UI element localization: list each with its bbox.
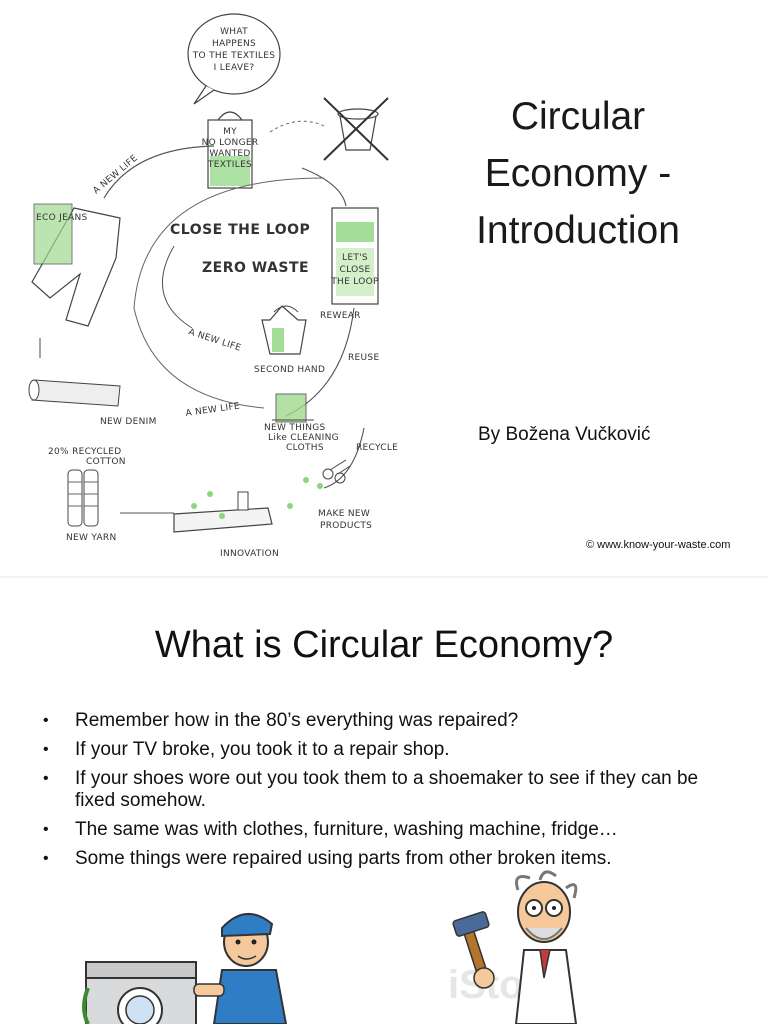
list-item: •If your shoes wore out you took them to… <box>43 768 699 811</box>
list-item: •Remember how in the 80’s everything was… <box>43 710 519 731</box>
speech-bubble <box>187 13 281 95</box>
title-slide: WHAT HAPPENS TO THE TEXTILES I LEAVE? MY… <box>28 13 731 559</box>
new-yarn-label: NEW YARN <box>66 533 117 543</box>
list-item: •If your TV broke, you took it to a repa… <box>43 739 450 760</box>
jeans-icon <box>31 203 121 327</box>
title-line-3: Introduction <box>476 209 680 252</box>
bin-line-1: LET'S <box>342 253 368 263</box>
recycled-cotton-line-1: 20% RECYCLED <box>48 447 121 457</box>
list-item: •The same was with clothes, furniture, w… <box>43 819 618 840</box>
new-life-label-2: A NEW LIFE <box>187 327 242 353</box>
bin-line-3: THE LOOP <box>330 277 379 287</box>
yarn-spools-icon <box>67 469 99 527</box>
reuse-label: REUSE <box>348 353 379 363</box>
new-things-line-1: NEW THINGS <box>264 423 326 433</box>
make-new-products-line-2: PRODUCTS <box>320 521 372 531</box>
new-things-line-3: CLOTHS <box>286 443 324 453</box>
bag-line-3: WANTED <box>209 149 250 159</box>
recycling-machine-icon <box>173 491 293 533</box>
crossed-trash-bin-icon <box>323 97 389 161</box>
circular-economy-illustration: WHAT HAPPENS TO THE TEXTILES I LEAVE? MY… <box>28 13 398 559</box>
bullet-icon: • <box>43 850 49 867</box>
professor-cartoon: iStock <box>448 870 578 1024</box>
collection-bin-icon <box>331 207 379 305</box>
rewear-label: REWEAR <box>320 311 361 321</box>
scissors-icon <box>303 459 351 489</box>
author-name: By Božena Vučković <box>478 424 651 445</box>
textile-bag-icon <box>207 111 253 189</box>
bullet-icon: • <box>43 821 49 838</box>
source-credit: © www.know-your-waste.com <box>586 539 731 551</box>
speech-line-4: I LEAVE? <box>214 63 255 73</box>
new-denim-label: NEW DENIM <box>100 417 157 427</box>
make-new-products-line-1: MAKE NEW <box>318 509 370 519</box>
slide-title: What is Circular Economy? <box>154 624 614 666</box>
content-slide: What is Circular Economy? •Remember how … <box>0 578 768 1024</box>
bullet-icon: • <box>43 712 49 729</box>
recycle-label: RECYCLE <box>356 443 398 453</box>
close-the-loop-text: CLOSE THE LOOP <box>170 222 310 238</box>
second-hand-label: SECOND HAND <box>254 365 325 375</box>
innovation-label: INNOVATION <box>220 549 279 559</box>
speech-line-1: WHAT <box>220 27 248 37</box>
bullet-icon: • <box>43 770 49 787</box>
repairman-cartoon <box>82 913 288 1024</box>
new-life-label-1: A NEW LIFE <box>92 153 140 196</box>
recycled-cotton-line-2: COTTON <box>86 457 126 467</box>
denim-roll-icon <box>28 379 121 407</box>
jeans-tag-text: ECO JEANS <box>36 213 88 223</box>
slide-title: Circular Economy - Introduction <box>440 88 716 259</box>
new-life-label-3: A NEW LIFE <box>185 401 241 419</box>
bag-line-1: MY <box>223 127 237 137</box>
bullet-icon: • <box>43 741 49 758</box>
zero-waste-text: ZERO WASTE <box>202 260 309 276</box>
list-item: •Some things were repaired using parts f… <box>43 848 612 869</box>
title-line-1: Circular <box>510 95 646 138</box>
bag-line-2: NO LONGER <box>202 138 259 148</box>
bullet-list: •Remember how in the 80’s everything was… <box>40 710 740 877</box>
bin-line-2: CLOSE <box>340 265 371 275</box>
bag-line-4: TEXTILES <box>207 160 252 170</box>
new-things-line-2: Like CLEANING <box>268 433 339 443</box>
speech-line-3: TO THE TEXTILES <box>192 51 276 61</box>
cleaning-cloth-icon <box>272 393 314 423</box>
speech-line-2: HAPPENS <box>212 39 256 49</box>
slide-divider <box>0 576 768 578</box>
title-line-2: Economy - <box>484 152 672 195</box>
shirt-on-hanger-icon <box>261 305 307 355</box>
